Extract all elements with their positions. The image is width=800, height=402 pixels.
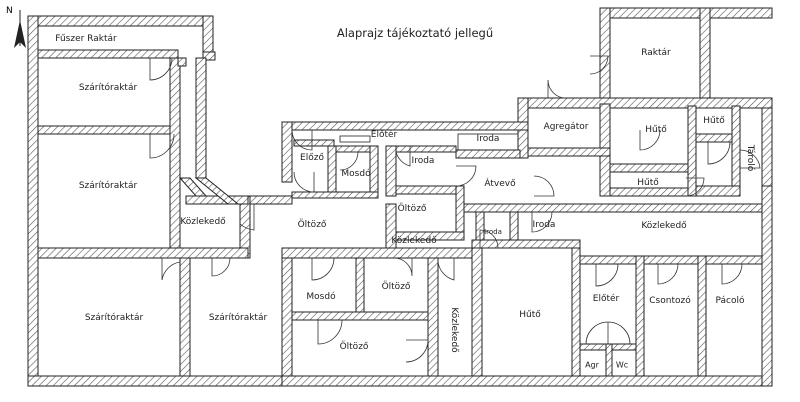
room-label: Iroda <box>476 134 500 144</box>
outer-walls <box>27 7 773 387</box>
plan-title: Alaprajz tájékoztató jellegű <box>336 26 494 40</box>
room-label: Előtér <box>370 130 398 140</box>
room-label: Előző <box>300 153 324 163</box>
room-label: Közlekedő <box>449 307 459 353</box>
room-label: Fűszer Raktár <box>55 34 117 44</box>
room-label: Pácoló <box>715 296 745 306</box>
room-label: Agregátor <box>543 122 589 132</box>
left-walls <box>37 49 249 377</box>
room-label: Szárítóraktár <box>84 313 144 323</box>
room-label: Raktár <box>641 48 671 58</box>
room-label: Közlekedő <box>641 221 687 231</box>
room-label: Wc <box>615 360 629 370</box>
room-label: Hűtő <box>519 310 541 320</box>
north-label: N <box>6 6 13 16</box>
room-label: Szárítóraktár <box>78 83 138 93</box>
room-label: Tároló <box>745 144 755 172</box>
room-label: Hűtő <box>703 116 725 126</box>
room-label: Öltöző <box>397 204 427 214</box>
room-label: Közlekedő <box>391 236 437 246</box>
room-label: Csontozó <box>649 296 691 306</box>
north-arrow-icon <box>14 10 26 48</box>
room-label: Előtér <box>592 294 620 304</box>
corridor-frames <box>339 133 519 151</box>
room-label: Mosdó <box>306 292 336 302</box>
room-label: Közlekedő <box>180 217 226 227</box>
room-label: Öltöző <box>339 342 369 352</box>
room-label: Öltöző <box>297 220 327 230</box>
room-label: Mosdó <box>341 169 371 179</box>
north-arrow: N <box>6 6 32 50</box>
right-walls <box>463 103 763 377</box>
room-label: Szárítóraktár <box>208 313 268 323</box>
room-label: Hűtő <box>637 178 659 188</box>
room-label: Agr <box>585 360 599 370</box>
room-label: Átvevő <box>484 179 516 189</box>
room-label: Iroda <box>532 220 556 230</box>
room-label: Iroda <box>411 156 435 166</box>
room-label: Iroda <box>484 228 502 236</box>
room-label: Szárítóraktár <box>78 181 138 191</box>
room-label: Öltöző <box>381 282 411 292</box>
room-label: Hűtő <box>645 125 667 135</box>
door-swings <box>149 55 761 363</box>
